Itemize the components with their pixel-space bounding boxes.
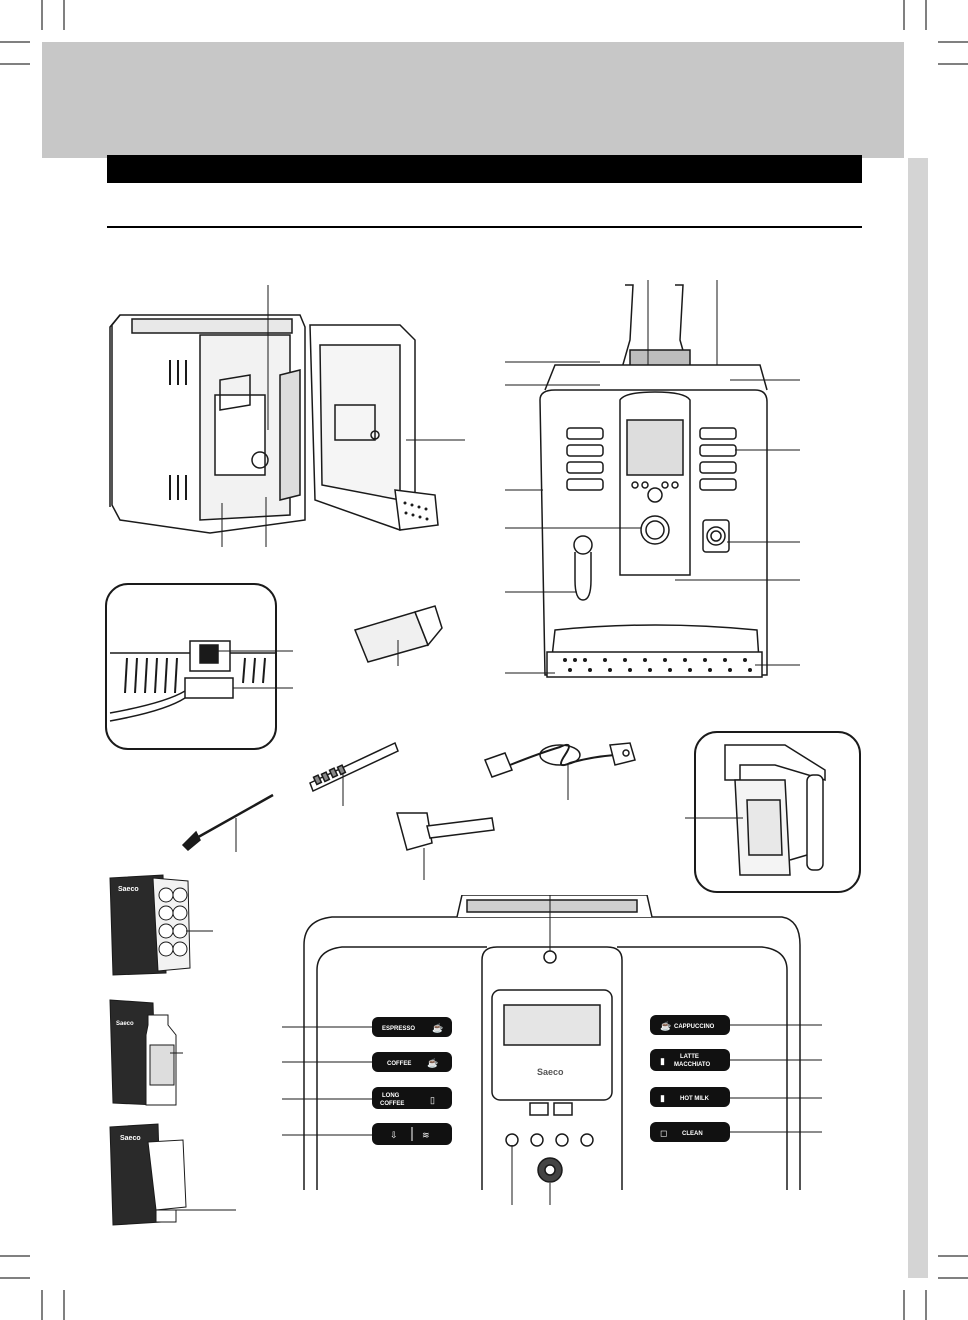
pack-brand-2: Saeco — [116, 1021, 134, 1027]
grease-tube-illustration — [353, 605, 443, 666]
coffee-button-label: COFFEE — [387, 1061, 411, 1067]
machine-front-illustration — [505, 280, 800, 678]
panel-brand: Saeco — [537, 1067, 564, 1077]
long-coffee-mug-icon: ▯ — [430, 1095, 435, 1105]
side-language-tab — [908, 158, 928, 1278]
hot-milk-button-label: HOT MILK — [680, 1096, 710, 1102]
pack-brand-1: Saeco — [118, 886, 139, 893]
measuring-scoop-illustration — [396, 812, 495, 880]
latte-glass-icon: ▮ — [660, 1056, 665, 1066]
power-switch-detail — [105, 583, 293, 750]
hot-water-icon: ≋ — [422, 1130, 430, 1140]
espresso-button-label: ESPRESSO — [382, 1026, 415, 1032]
power-cord-illustration — [484, 742, 636, 800]
cleaning-brush-illustration — [181, 793, 274, 852]
clean-cup-icon: ◻ — [660, 1128, 667, 1138]
long-coffee-label-1: LONG — [382, 1093, 400, 1099]
coffee-cup-icon: ☕ — [427, 1057, 438, 1068]
section-divider — [107, 226, 862, 228]
right-button-group: ☕ CAPPUCCINO ▮ LATTE MACCHIATO ▮ HOT MIL… — [650, 1015, 730, 1142]
left-button-group: ESPRESSO ☕ COFFEE ☕ LONG COFFEE ▯ ⇩ ≋ — [372, 1017, 452, 1145]
espresso-cup-icon: ☕ — [432, 1022, 443, 1033]
cleaning-tablets-pack: Saeco — [109, 874, 213, 976]
water-hardness-strip-illustration — [309, 741, 399, 806]
machine-open-door-illustration — [109, 285, 465, 547]
pack-brand-3: Saeco — [120, 1135, 141, 1142]
control-panel-closeup: Saeco ESPRESSO ☕ COFFEE ☕ LONG COFFEE ▯ — [282, 895, 822, 1205]
section-title-bar — [107, 155, 862, 183]
latte-button-label-2: MACCHIATO — [674, 1062, 710, 1068]
pre-ground-coffee-icon: ⇩ — [390, 1130, 398, 1140]
latte-button-label-1: LATTE — [680, 1054, 699, 1060]
clean-button-label: CLEAN — [682, 1131, 703, 1137]
milk-jug-icon: ▮ — [660, 1093, 665, 1103]
descaler-bottle-pack: Saeco — [109, 999, 183, 1106]
cappuccino-button-label: CAPPUCCINO — [674, 1024, 715, 1030]
header-band — [42, 42, 904, 158]
cappuccino-cup-icon: ☕ — [660, 1020, 671, 1031]
water-filter-pack: Saeco — [109, 1123, 236, 1226]
milk-carafe-detail — [685, 731, 861, 893]
long-coffee-label-2: COFFEE — [380, 1101, 404, 1107]
